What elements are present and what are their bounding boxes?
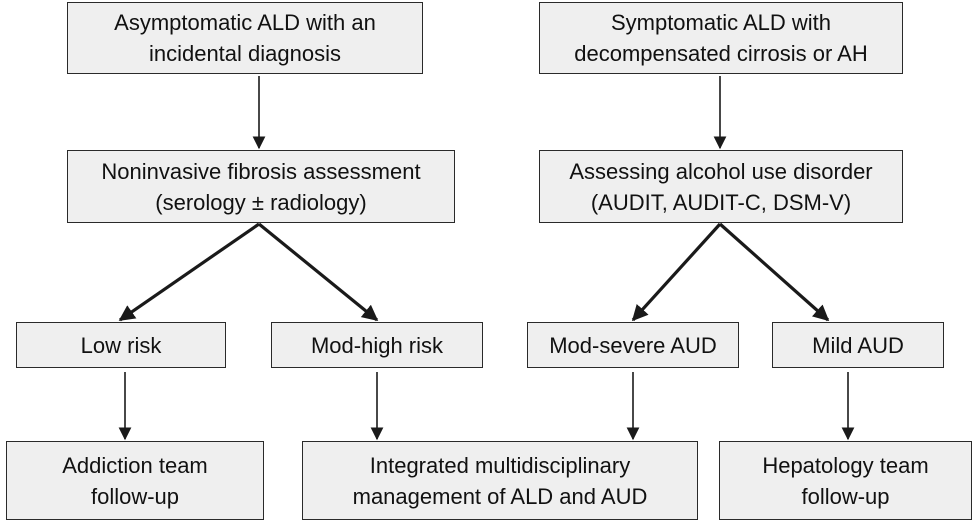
box-noninvasive-line2: (serology ± radiology) (155, 189, 367, 215)
box-addiction-team-line1: Addiction team (62, 452, 208, 478)
box-low-risk: Low risk (16, 322, 226, 368)
box-symptomatic-ald-line1: Symptomatic ALD with (610, 10, 832, 35)
arrow-assessing-to-mild-aud (718, 222, 830, 322)
box-symptomatic-ald: Symptomatic ALD with decompensated cirro… (539, 2, 903, 74)
box-addiction-team-follow-up: Addiction team follow-up (6, 441, 264, 520)
arrow-noninvasive-to-low-risk (118, 222, 260, 322)
box-hepatology-team-follow-up: Hepatology team follow-up (719, 441, 972, 520)
box-mod-high-risk: Mod-high risk (271, 322, 483, 368)
box-integrated-line2: management of ALD and AUD (352, 483, 648, 509)
box-noninvasive-fibrosis-assessment: Noninvasive fibrosis assessment (serolog… (67, 150, 455, 223)
box-integrated-line1: Integrated multidisciplinary (369, 452, 631, 478)
box-symptomatic-ald-line2: decompensated cirrosis or AH (574, 41, 868, 66)
arrow-noninvasive-to-mod-high-risk (257, 222, 379, 322)
box-noninvasive-line1: Noninvasive fibrosis assessment (101, 158, 421, 184)
box-mod-severe-aud: Mod-severe AUD (527, 322, 739, 368)
box-asymptomatic-ald-line2: incidental diagnosis (148, 41, 341, 66)
box-addiction-team-line2: follow-up (90, 483, 180, 509)
box-asymptomatic-ald-line1: Asymptomatic ALD with an (114, 10, 376, 35)
box-mod-severe-aud-label: Mod-severe AUD (549, 332, 717, 358)
box-hepatology-team-line2: follow-up (801, 483, 890, 509)
box-integrated-management: Integrated multidisciplinary management … (302, 441, 698, 520)
box-assessing-alcohol-use-disorder: Assessing alcohol use disorder (AUDIT, A… (539, 150, 903, 223)
arrow-assessing-to-mod-severe-aud (631, 222, 722, 322)
box-low-risk-label: Low risk (80, 332, 162, 358)
box-assessing-line1: Assessing alcohol use disorder (569, 158, 873, 184)
box-mod-high-risk-label: Mod-high risk (310, 332, 444, 358)
box-asymptomatic-ald: Asymptomatic ALD with an incidental diag… (67, 2, 423, 74)
box-assessing-line2: (AUDIT, AUDIT-C, DSM-V) (590, 189, 852, 215)
box-hepatology-team-line1: Hepatology team (762, 452, 929, 478)
box-mild-aud: Mild AUD (772, 322, 944, 368)
box-mild-aud-label: Mild AUD (812, 332, 904, 358)
